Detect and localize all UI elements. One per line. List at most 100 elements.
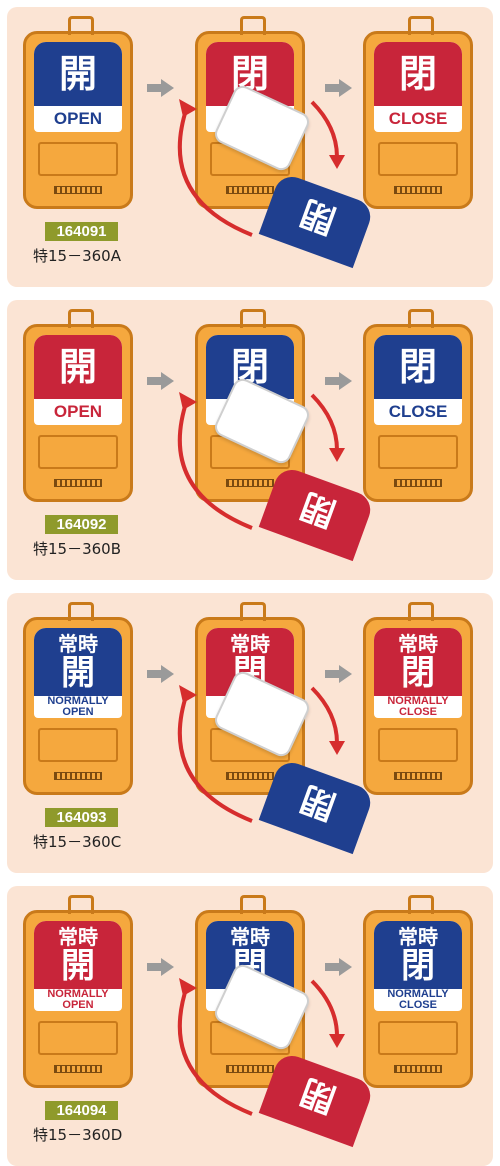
label-line-1: NORMALLY <box>47 695 109 707</box>
label-window <box>378 1021 458 1055</box>
arrow-right-icon <box>339 958 352 976</box>
model-number: 特15－360A <box>33 247 121 265</box>
arrow-right-icon <box>161 665 174 683</box>
arrow-right-icon <box>325 84 339 92</box>
arrow-right-icon <box>325 377 339 385</box>
hanger-icon <box>408 602 434 621</box>
rotate-arrow-icon <box>177 99 345 237</box>
tag-face: 開 OPEN <box>34 42 122 132</box>
tag-open: 開 OPEN <box>23 309 133 502</box>
brand-strip <box>54 479 102 487</box>
tag-open: 開 OPEN <box>23 16 133 209</box>
face-label: NORMALLY OPEN <box>34 696 122 718</box>
kanji-top: 常時 <box>398 632 438 656</box>
label-window <box>378 435 458 469</box>
tag-face: 閉 <box>206 335 294 425</box>
label-line-2: OPEN <box>62 706 94 718</box>
kanji-top: 常時 <box>58 925 98 949</box>
tag-close: 常時 閉 NORMALLY CLOSE <box>363 602 473 795</box>
hanger-icon <box>68 602 94 621</box>
hanger-icon <box>240 16 266 35</box>
tag-face: 閉 CLOSE <box>374 42 462 132</box>
hanger-icon <box>68 309 94 328</box>
arrow-right-icon <box>339 665 352 683</box>
kanji: 閉 <box>398 345 437 389</box>
rotate-arrow-icon <box>177 685 345 823</box>
tag-close: 常時 閉 NORMALLY CLOSE <box>363 895 473 1088</box>
label-window <box>38 435 118 469</box>
face-label: CLOSE <box>388 109 448 128</box>
hanger-icon <box>408 16 434 35</box>
label-window <box>38 728 118 762</box>
label-line-2: CLOSE <box>399 706 437 718</box>
arrow-right-icon <box>161 958 174 976</box>
model-number: 特15－360B <box>33 540 122 558</box>
product-panel-2: 開 OPEN 閉 閉 閉 CLOSE 164092 特15－360B <box>7 300 493 580</box>
arrow-right-icon <box>161 372 174 390</box>
tag-open: 常時 開 NORMALLY OPEN <box>23 895 133 1088</box>
brand-strip <box>394 479 442 487</box>
brand-strip <box>54 186 102 194</box>
product-code: 164093 <box>45 808 118 827</box>
tag-open: 常時 開 NORMALLY OPEN <box>23 602 133 795</box>
arrow-right-icon <box>339 79 352 97</box>
kanji: 開 <box>61 653 95 693</box>
arrow-right-icon <box>339 372 352 390</box>
tag-face: 開 OPEN <box>34 335 122 425</box>
product-panel-4: 常時 開 NORMALLY OPEN 常時 閉 閉 <box>7 886 493 1166</box>
face-label: OPEN <box>53 402 103 421</box>
tag-close: 閉 CLOSE <box>363 16 473 209</box>
tag-face: 常時 開 NORMALLY OPEN <box>34 921 122 1011</box>
arrow-right-icon <box>147 84 161 92</box>
product-code: 164091 <box>45 222 118 241</box>
product-panel-3: 常時 開 NORMALLY OPEN 常時 閉 閉 <box>7 593 493 873</box>
model-number: 特15－360D <box>33 1126 123 1144</box>
brand-strip <box>394 1065 442 1073</box>
rotate-arrow-icon <box>177 392 345 530</box>
product-code: 164092 <box>45 515 118 534</box>
label-window <box>378 142 458 176</box>
brand-strip <box>394 186 442 194</box>
brand-strip <box>54 1065 102 1073</box>
kanji-top: 常時 <box>230 632 270 656</box>
tag-face: 常時 開 NORMALLY OPEN <box>34 628 122 718</box>
kanji: 開 <box>61 946 95 986</box>
kanji-top: 常時 <box>230 925 270 949</box>
kanji-top: 常時 <box>398 925 438 949</box>
label-line-2: OPEN <box>62 999 94 1011</box>
hanger-icon <box>240 895 266 914</box>
hanger-icon <box>68 895 94 914</box>
kanji: 閉 <box>401 653 435 693</box>
label-line-1: NORMALLY <box>387 695 449 707</box>
kanji: 閉 <box>398 52 437 96</box>
label-line-1: NORMALLY <box>47 988 109 1000</box>
tag-face: 常時 閉 NORMALLY CLOSE <box>374 921 462 1011</box>
arrow-right-icon <box>161 79 174 97</box>
arrow-right-icon <box>147 377 161 385</box>
face-label: CLOSE <box>388 402 448 421</box>
arrow-right-icon <box>325 963 339 971</box>
product-code: 164094 <box>45 1101 118 1120</box>
label-line-2: CLOSE <box>399 999 437 1011</box>
kanji: 開 <box>58 345 97 389</box>
label-window <box>378 728 458 762</box>
kanji-top: 常時 <box>58 632 98 656</box>
hanger-icon <box>240 309 266 328</box>
face-label: NORMALLY CLOSE <box>374 989 462 1011</box>
label-line-1: NORMALLY <box>387 988 449 1000</box>
hanger-icon <box>240 602 266 621</box>
hanger-icon <box>408 309 434 328</box>
kanji: 開 <box>58 52 97 96</box>
label-window <box>38 142 118 176</box>
face-label: NORMALLY OPEN <box>34 989 122 1011</box>
hanger-icon <box>408 895 434 914</box>
tag-face: 閉 CLOSE <box>374 335 462 425</box>
arrow-right-icon <box>147 670 161 678</box>
arrow-right-icon <box>325 670 339 678</box>
rotate-arrow-icon <box>177 978 345 1116</box>
face-label: OPEN <box>53 109 103 128</box>
kanji: 閉 <box>401 946 435 986</box>
model-number: 特15－360C <box>33 833 122 851</box>
brand-strip <box>394 772 442 780</box>
brand-strip <box>54 772 102 780</box>
